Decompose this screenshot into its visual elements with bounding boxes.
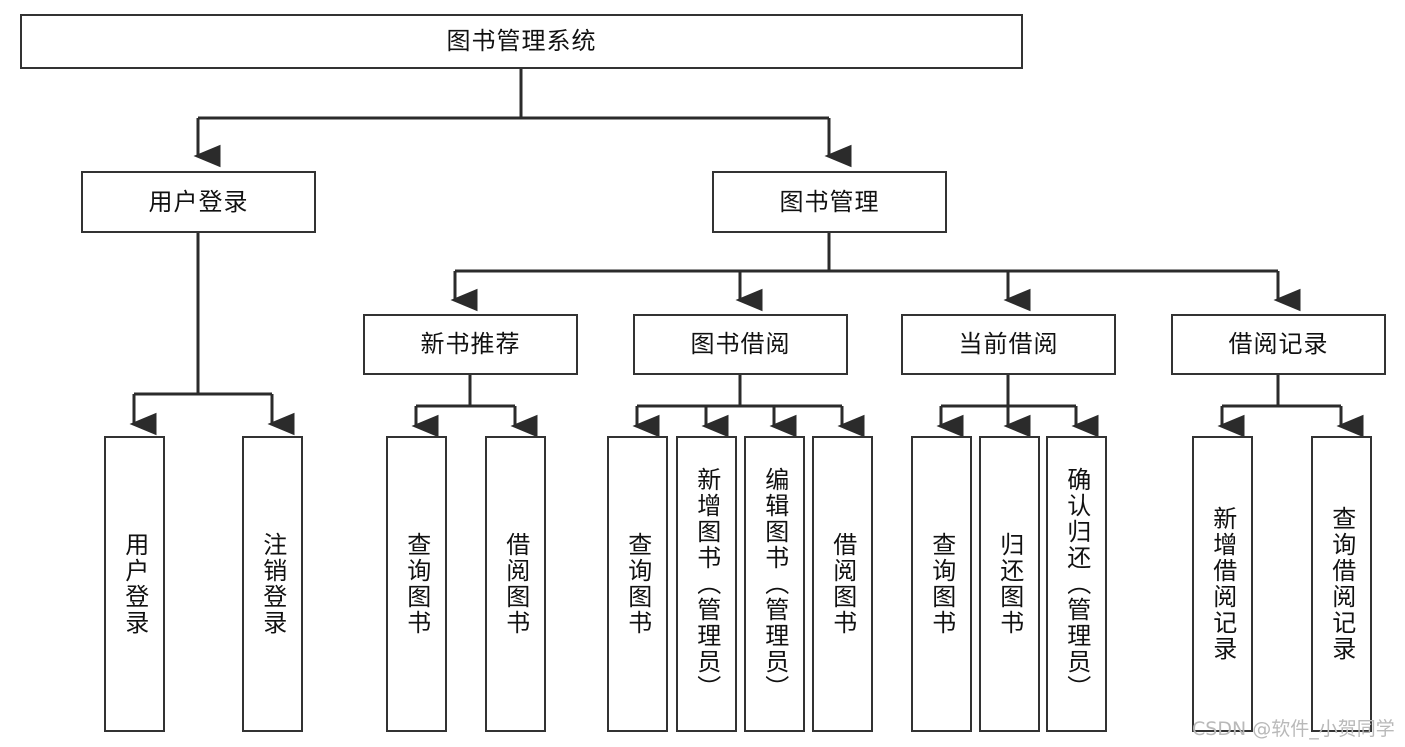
leaf-user-login-logout[interactable]: 注销登录	[242, 436, 303, 732]
node-label: 归还图书	[995, 532, 1024, 636]
node-book-management[interactable]: 图书管理	[712, 171, 947, 233]
node-label: 图书管理	[779, 187, 880, 216]
node-label: 借阅记录	[1228, 330, 1329, 359]
leaf-new-book-borrow[interactable]: 借阅图书	[485, 436, 546, 732]
leaf-borrow-record-query[interactable]: 查询借阅记录	[1311, 436, 1372, 732]
leaf-book-borrow-borrow[interactable]: 借阅图书	[812, 436, 873, 732]
node-label: 当前借阅	[958, 330, 1059, 359]
leaf-book-borrow-edit[interactable]: 编辑图书（管理员）	[744, 436, 805, 732]
node-root-system[interactable]: 图书管理系统	[20, 14, 1023, 69]
leaf-current-borrow-query[interactable]: 查询图书	[911, 436, 972, 732]
leaf-current-borrow-confirm-return[interactable]: 确认归还（管理员）	[1046, 436, 1107, 732]
node-book-borrow[interactable]: 图书借阅	[633, 314, 848, 375]
node-borrow-record[interactable]: 借阅记录	[1171, 314, 1386, 375]
node-label: 新增借阅记录	[1208, 506, 1237, 662]
node-label: 查询图书	[402, 532, 431, 636]
leaf-book-borrow-add[interactable]: 新增图书（管理员）	[676, 436, 737, 732]
node-label: 编辑图书（管理员）	[760, 467, 789, 701]
node-label: 借阅图书	[828, 532, 857, 636]
node-label: 用户登录	[148, 187, 249, 216]
node-label: 新增图书（管理员）	[692, 467, 721, 701]
node-label: 查询借阅记录	[1327, 506, 1356, 662]
leaf-user-login-login[interactable]: 用户登录	[104, 436, 165, 732]
node-label: 查询图书	[623, 532, 652, 636]
node-label: 借阅图书	[501, 532, 530, 636]
node-label: 查询图书	[927, 532, 956, 636]
leaf-book-borrow-query[interactable]: 查询图书	[607, 436, 668, 732]
csdn-watermark: CSDN @软件_小贺同学	[1192, 718, 1395, 740]
node-label: 用户登录	[120, 532, 149, 636]
leaf-new-book-query[interactable]: 查询图书	[386, 436, 447, 732]
node-new-book-recommend[interactable]: 新书推荐	[363, 314, 578, 375]
leaf-current-borrow-return[interactable]: 归还图书	[979, 436, 1040, 732]
node-user-login[interactable]: 用户登录	[81, 171, 316, 233]
node-current-borrow[interactable]: 当前借阅	[901, 314, 1116, 375]
node-label: 注销登录	[258, 532, 287, 636]
leaf-borrow-record-add[interactable]: 新增借阅记录	[1192, 436, 1253, 732]
node-label: 新书推荐	[420, 330, 521, 359]
node-label: 图书借阅	[690, 330, 791, 359]
node-label: 确认归还（管理员）	[1062, 467, 1091, 701]
node-label: 图书管理系统	[446, 27, 597, 56]
